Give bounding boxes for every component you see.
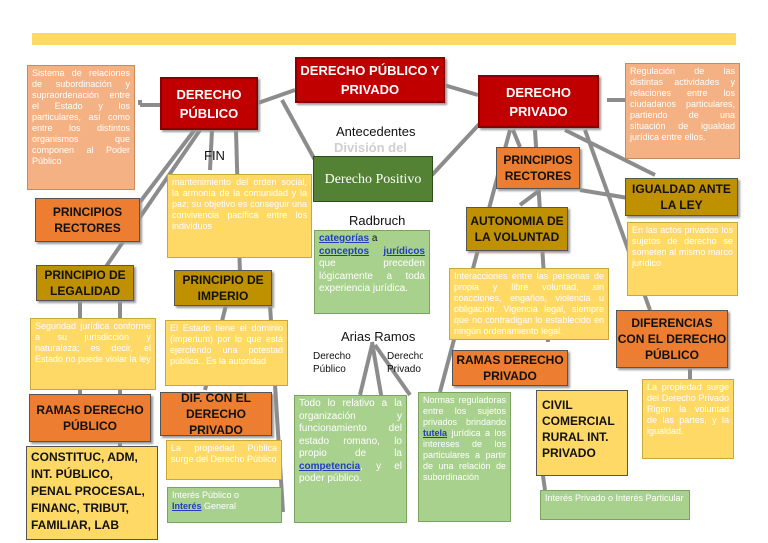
principios-rectores-publico: PRINCIPIOS RECTORES (35, 198, 140, 242)
privado-definition-text: Regulación de las distintas actividades … (630, 66, 735, 142)
derecho-privado-small-label: Derecho Privado (387, 350, 423, 408)
principios-rectores-publico-text: PRINCIPIOS RECTORES (52, 205, 123, 235)
ramas-publico-list: CONSTITUC, ADM, INT. PÚBLICO, PENAL PROC… (26, 446, 158, 540)
interes-general-link: Interés (172, 501, 202, 511)
radbruch-label: Radbruch (349, 213, 429, 229)
derecho-positivo-box: Derecho Positivo (313, 156, 433, 202)
header-band (32, 33, 736, 45)
privado-normas-b: jurídica a los intereses de los particul… (423, 428, 506, 482)
publico-relativo-b: , y el poder público. (299, 460, 402, 485)
ramas-publico-list-text: CONSTITUC, ADM, INT. PÚBLICO, PENAL PROC… (31, 450, 145, 532)
interes-general-text: General (204, 501, 237, 511)
fin-definition-text: mantenimiento del orden social, la armon… (172, 177, 307, 231)
interes-privado: Interés Privado o Interés Particular (540, 490, 690, 520)
radbruch-rest: que preceden lógicamente a toda experien… (319, 258, 425, 294)
ramas-derecho-privado: RAMAS DERECHO PRIVADO (452, 350, 568, 386)
dif-publico-definition-text: La propiedad Pública surge del Derecho P… (171, 443, 277, 464)
dif-privado-definition-text: La propiedad surge del Derecho Privado R… (647, 382, 729, 436)
imperio-definition-text: El Estado tiene el dominio (imperium) po… (170, 323, 283, 366)
derecho-privado-box: DERECHO PRIVADO (478, 75, 599, 128)
legalidad-definition: Seguridad jurídica conforme a su jurisdi… (30, 318, 156, 390)
autonomia-definition: Interacciones entre las personas de prop… (449, 268, 609, 340)
privado-normas-a: Normas reguladoras entre los sujetos pri… (423, 395, 506, 427)
publico-relativo-box: Todo lo relativo a la organización y fun… (294, 395, 407, 523)
privado-normas-box: Normas reguladoras entre los sujetos pri… (418, 392, 511, 522)
title-box: DERECHO PÚBLICO Y PRIVADO (295, 57, 445, 103)
fin-definition: mantenimiento del orden social, la armon… (167, 174, 312, 258)
radbruch-text-1b: a (371, 233, 378, 244)
privado-definition: Regulación de las distintas actividades … (625, 63, 740, 159)
radbruch-definition: categorías a conceptos jurídicos que pre… (314, 230, 430, 314)
dif-derecho-privado: DIF. CON EL DERECHO PRIVADO (160, 392, 272, 436)
principio-legalidad: PRINCIPIO DE LEGALIDAD (36, 265, 134, 301)
interes-privado-text: Interés Privado o Interés Particular (545, 493, 684, 503)
dif-privado-definition: La propiedad surge del Derecho Privado R… (642, 379, 734, 459)
derecho-publico-box: DERECHO PÚBLICO (160, 77, 258, 130)
radbruch-link-2: conceptos (319, 245, 370, 257)
derecho-publico-small-text: Derecho Público (313, 351, 351, 375)
igualdad-ante-ley-text: IGUALDAD ANTE LA LEY (632, 182, 731, 212)
fin-text: FIN (204, 148, 225, 163)
antecedentes-label: Antecedentes (336, 124, 446, 140)
igualdad-definition-text: En las actos privados los sujetos de der… (632, 225, 733, 268)
ramas-derecho-publico: RAMAS DERECHO PÚBLICO (29, 394, 151, 442)
interes-publico: Interés Público o Interés General (167, 487, 282, 523)
publico-definition: Sistema de relaciones de subordinación y… (27, 65, 135, 190)
imperio-definition: El Estado tiene el dominio (imperium) po… (165, 320, 288, 386)
igualdad-definition: En las actos privados los sujetos de der… (627, 222, 738, 296)
arias-ramos-text: Arias Ramos (341, 329, 416, 344)
title-text: DERECHO PÚBLICO Y PRIVADO (300, 63, 440, 97)
autonomia-voluntad: AUTONOMIA DE LA VOLUNTAD (466, 207, 568, 251)
derecho-positivo-text: Derecho Positivo (324, 171, 422, 187)
arias-ramos-label: Arias Ramos (341, 329, 431, 345)
principios-rectores-privado-text: PRINCIPIOS RECTORES (503, 153, 573, 183)
derecho-publico-text: DERECHO PÚBLICO (176, 86, 242, 121)
igualdad-ante-ley: IGUALDAD ANTE LA LEY (625, 178, 738, 216)
ramas-privado-list-text: CIVIL COMERCIAL RURAL INT. PRIVADO (542, 398, 615, 460)
fin-label: FIN (204, 148, 244, 164)
antecedentes-text: Antecedentes (336, 124, 416, 139)
autonomia-definition-text: Interacciones entre las personas de prop… (454, 271, 604, 336)
principio-imperio-text: PRINCIPIO DE IMPERIO (182, 273, 264, 303)
derecho-privado-text: DERECHO PRIVADO (505, 84, 571, 119)
dif-publico-definition: La propiedad Pública surge del Derecho P… (166, 440, 282, 480)
autonomia-voluntad-text: AUTONOMIA DE LA VOLUNTAD (470, 214, 564, 244)
radbruch-link-1: categorías (319, 233, 370, 244)
dif-derecho-privado-text: DIF. CON EL DERECHO PRIVADO (180, 392, 251, 436)
radbruch-link-3: jurídicos (383, 245, 425, 257)
legalidad-definition-text: Seguridad jurídica conforme a su jurisdi… (35, 321, 151, 364)
interes-publico-text: Interés Público o (172, 490, 240, 500)
tutela-link: tutela (423, 428, 448, 438)
ramas-derecho-publico-text: RAMAS DERECHO PÚBLICO (36, 403, 144, 433)
ramas-derecho-privado-text: RAMAS DERECHO PRIVADO (456, 353, 564, 383)
derecho-privado-small-text: Derecho Privado (387, 351, 423, 375)
division-text: División del (334, 140, 407, 155)
principio-imperio: PRINCIPIO DE IMPERIO (174, 270, 272, 306)
competencia-link: competencia (299, 460, 361, 472)
ramas-privado-list: CIVIL COMERCIAL RURAL INT. PRIVADO (536, 390, 628, 476)
derecho-publico-small-label: Derecho Público (313, 350, 363, 378)
principio-legalidad-text: PRINCIPIO DE LEGALIDAD (44, 268, 126, 298)
principios-rectores-privado: PRINCIPIOS RECTORES (496, 147, 580, 189)
division-label: División del (334, 140, 434, 156)
diferencias-derecho-publico-text: DIFERENCIAS CON EL DERECHO PÚBLICO (617, 316, 727, 362)
publico-relativo-a: Todo lo relativo a la organización y fun… (299, 398, 402, 459)
publico-definition-text: Sistema de relaciones de subordinación y… (32, 68, 130, 166)
diferencias-derecho-publico: DIFERENCIAS CON EL DERECHO PÚBLICO (616, 310, 728, 368)
radbruch-text: Radbruch (349, 213, 406, 228)
